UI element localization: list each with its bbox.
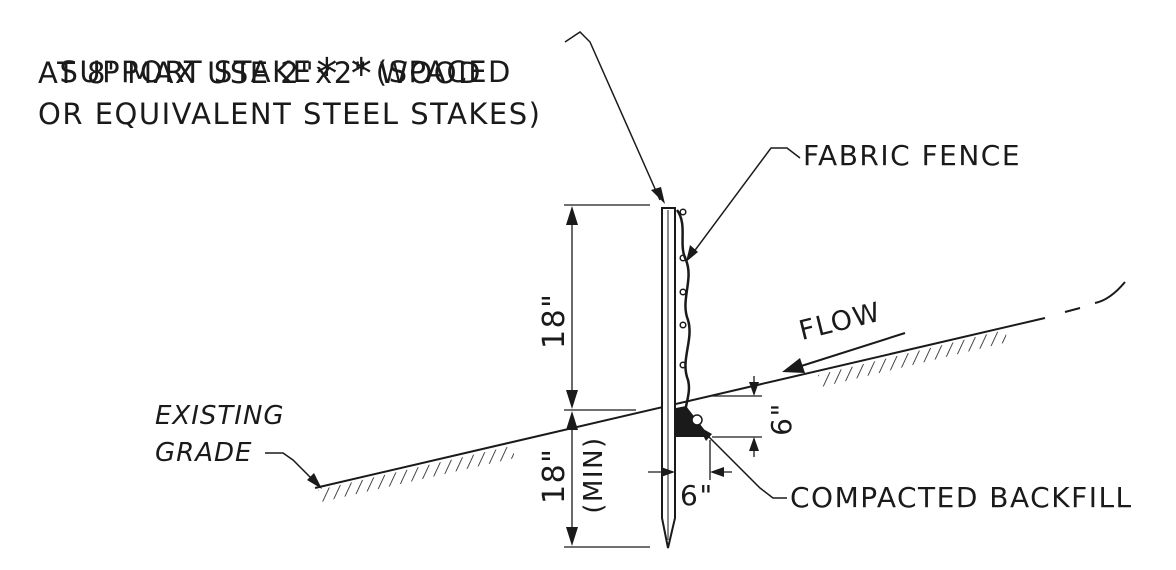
soil-hatching (318, 330, 1008, 502)
label-support-stake-line1: SUPPORT STAKE* *(SPACED (38, 18, 512, 95)
fence-fastener (679, 321, 687, 329)
leader-compacted-backfill (698, 426, 787, 499)
dim-trench-width (648, 440, 732, 480)
fence-fastener (679, 361, 687, 369)
fabric-fence (675, 208, 691, 437)
label-fabric-fence: FABRIC FENCE (803, 139, 1022, 172)
dim-lower-min-text: (MIN) (579, 436, 609, 514)
leader-support-stake (564, 31, 665, 204)
support-stake-title: SUPPORT STAKE (59, 55, 313, 89)
label-support-stake-line2: AT 8' MAX USE 2"x2" WOOD (38, 56, 482, 90)
dim-trench-depth (712, 376, 762, 457)
label-support-stake-line3: OR EQUIVALENT STEEL STAKES) (38, 97, 542, 131)
label-compacted-backfill: COMPACTED BACKFILL (790, 481, 1133, 514)
support-stake (661, 207, 676, 549)
flow-arrow (782, 332, 906, 373)
ground-line (314, 281, 1126, 489)
dim-lower-18 (564, 411, 650, 548)
label-existing-grade-line2: GRADE (155, 438, 253, 468)
leader-fabric-fence (686, 147, 801, 262)
dim-trench-depth-text: 6" (765, 402, 798, 436)
support-stake-spacing-note: (SPACED (375, 55, 512, 89)
support-stake-asterisks: * * (316, 49, 372, 98)
fence-fastener (679, 208, 687, 216)
dim-lower-18-text: 18" (537, 447, 572, 504)
dim-upper-18 (564, 204, 650, 411)
leader-existing-grade (265, 452, 322, 489)
dim-trench-width-text: 6" (680, 479, 714, 512)
dim-upper-18-text: 18" (537, 292, 572, 349)
fence-fastener (679, 254, 687, 262)
label-existing-grade-line1: EXISTING (155, 401, 285, 431)
fence-fastener (679, 288, 687, 296)
